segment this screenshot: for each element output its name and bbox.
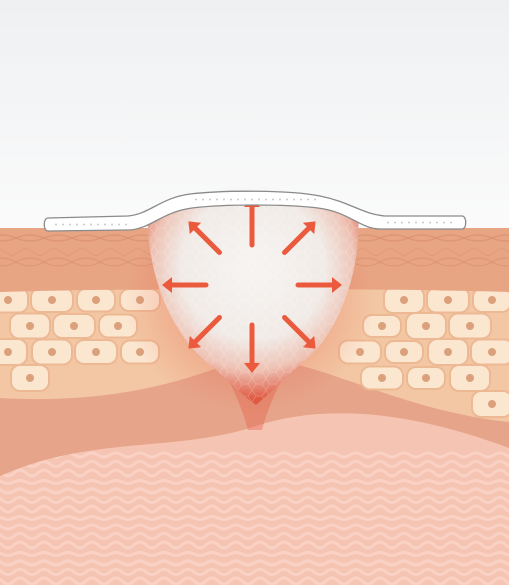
dressing-dot bbox=[251, 199, 253, 201]
cell-nucleus bbox=[26, 322, 34, 330]
dressing-dot bbox=[272, 199, 274, 201]
cell-nucleus bbox=[114, 322, 122, 330]
cell-nucleus bbox=[422, 374, 430, 382]
dressing-dot bbox=[436, 222, 438, 224]
dressing-dot bbox=[387, 222, 389, 224]
dressing-dot bbox=[195, 199, 197, 201]
dressing-dot bbox=[408, 222, 410, 224]
cell-nucleus bbox=[488, 400, 496, 408]
dressing-dot bbox=[97, 224, 99, 226]
dressing-dot bbox=[314, 199, 316, 201]
dressing-dot bbox=[104, 224, 106, 226]
cell-nucleus bbox=[4, 348, 12, 356]
cell-nucleus bbox=[378, 322, 386, 330]
cell-nucleus bbox=[48, 296, 56, 304]
dressing-dot bbox=[237, 199, 239, 201]
cell-nucleus bbox=[466, 322, 474, 330]
cell-nucleus bbox=[444, 296, 452, 304]
dressing-dot bbox=[443, 222, 445, 224]
cell-nucleus bbox=[48, 348, 56, 356]
cell-nucleus bbox=[488, 348, 496, 356]
dressing-dot bbox=[401, 222, 403, 224]
cell-nucleus bbox=[400, 296, 408, 304]
cell-nucleus bbox=[70, 322, 78, 330]
dressing-dot bbox=[244, 199, 246, 201]
cell-nucleus bbox=[26, 374, 34, 382]
dressing-dot bbox=[216, 199, 218, 201]
dressing-dot bbox=[76, 224, 78, 226]
dressing-dot bbox=[450, 222, 452, 224]
cell-nucleus bbox=[488, 296, 496, 304]
dressing-dot bbox=[209, 199, 211, 201]
dressing-dot bbox=[258, 199, 260, 201]
dressing-dot bbox=[223, 199, 225, 201]
dressing-dot bbox=[62, 224, 64, 226]
cell-nucleus bbox=[92, 348, 100, 356]
dressing-dot bbox=[111, 224, 113, 226]
dressing-dot bbox=[90, 224, 92, 226]
dressing-dot bbox=[202, 199, 204, 201]
cell-nucleus bbox=[378, 374, 386, 382]
dressing-dot bbox=[415, 222, 417, 224]
dressing-dot bbox=[55, 224, 57, 226]
dressing-dot bbox=[429, 222, 431, 224]
cell-nucleus bbox=[400, 348, 408, 356]
dressing-dot bbox=[422, 222, 424, 224]
dressing-dot bbox=[125, 224, 127, 226]
cell-nucleus bbox=[92, 296, 100, 304]
cell-nucleus bbox=[4, 296, 12, 304]
dressing-dot bbox=[394, 222, 396, 224]
dressing-dot bbox=[293, 199, 295, 201]
cell-nucleus bbox=[444, 348, 452, 356]
dressing-dot bbox=[279, 199, 281, 201]
dressing-dot bbox=[230, 199, 232, 201]
cell-nucleus bbox=[422, 322, 430, 330]
dressing-dot bbox=[118, 224, 120, 226]
dressing-dot bbox=[69, 224, 71, 226]
dressing-dot bbox=[300, 199, 302, 201]
cell-nucleus bbox=[466, 374, 474, 382]
dressing-dot bbox=[307, 199, 309, 201]
dressing-dot bbox=[83, 224, 85, 226]
dressing-dot bbox=[286, 199, 288, 201]
dressing-dot bbox=[265, 199, 267, 201]
